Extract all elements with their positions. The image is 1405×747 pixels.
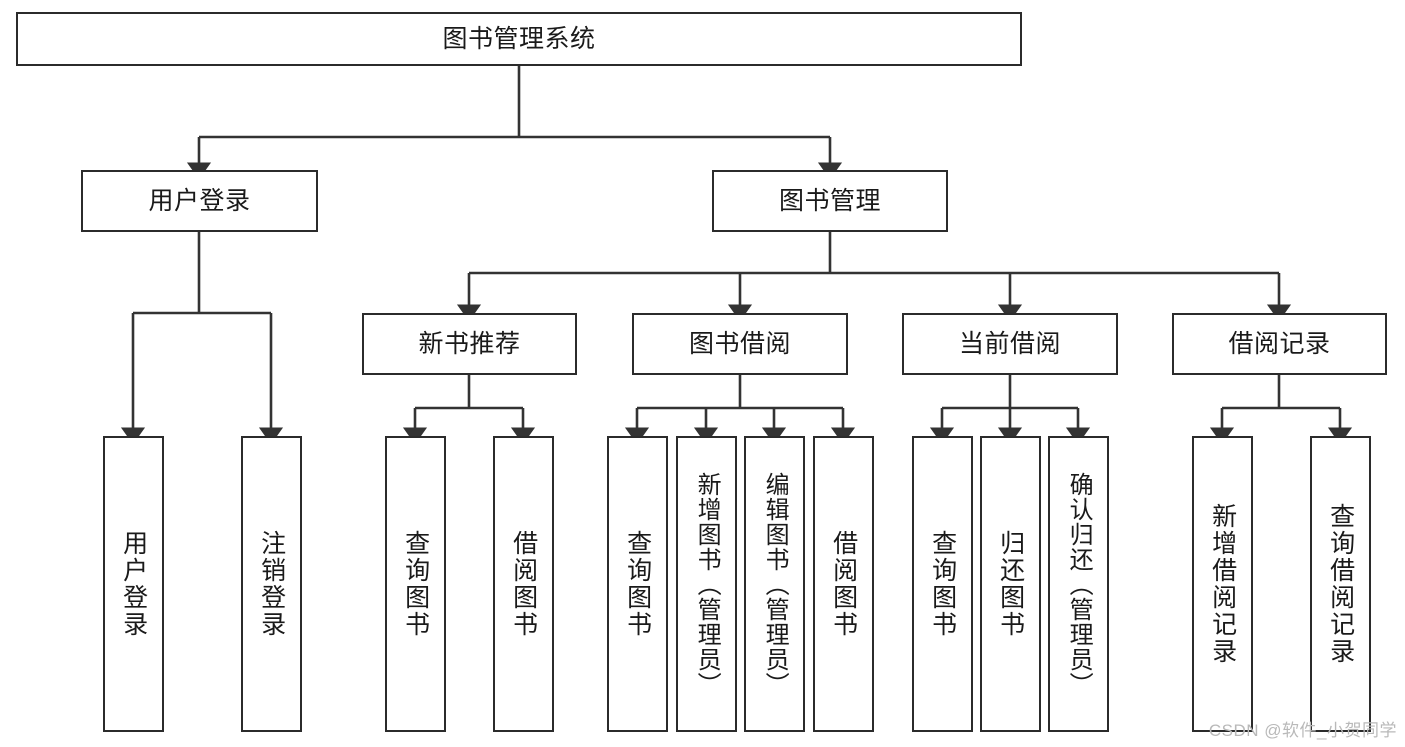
node-label: 借阅图书	[829, 530, 858, 638]
node-leaf-return-book[interactable]: 归还图书	[980, 436, 1041, 732]
node-label: 借阅记录	[1228, 330, 1331, 358]
csdn-watermark: CSDN @软件_小贺同学	[1208, 721, 1397, 740]
node-leaf-query-book-1[interactable]: 查询图书	[385, 436, 446, 732]
node-leaf-confirm-return-admin[interactable]: 确认归还（管理员）	[1048, 436, 1109, 732]
node-label: 查询图书	[623, 530, 652, 638]
node-label: 借阅图书	[509, 530, 538, 638]
node-label: 查询借阅记录	[1326, 503, 1355, 665]
node-label: 新增图书（管理员）	[693, 471, 721, 697]
node-label: 查询图书	[401, 530, 430, 638]
node-borrow-record[interactable]: 借阅记录	[1172, 313, 1387, 375]
node-label: 新书推荐	[418, 330, 521, 358]
node-new-book-recommend[interactable]: 新书推荐	[362, 313, 577, 375]
node-label: 编辑图书（管理员）	[761, 471, 789, 697]
node-label: 图书管理	[778, 187, 881, 215]
node-label: 用户登录	[119, 530, 148, 638]
node-leaf-borrow-book-2[interactable]: 借阅图书	[813, 436, 874, 732]
node-label: 确认归还（管理员）	[1065, 471, 1093, 697]
node-label: 用户登录	[148, 187, 251, 215]
node-leaf-edit-book-admin[interactable]: 编辑图书（管理员）	[744, 436, 805, 732]
node-user-login[interactable]: 用户登录	[81, 170, 318, 232]
node-label: 查询图书	[928, 530, 957, 638]
node-leaf-query-book-2[interactable]: 查询图书	[607, 436, 668, 732]
node-label: 归还图书	[996, 530, 1025, 638]
node-label: 注销登录	[257, 530, 286, 638]
node-current-borrow[interactable]: 当前借阅	[902, 313, 1118, 375]
node-book-borrow[interactable]: 图书借阅	[632, 313, 848, 375]
node-leaf-add-book-admin[interactable]: 新增图书（管理员）	[676, 436, 737, 732]
node-leaf-user-login[interactable]: 用户登录	[103, 436, 164, 732]
node-leaf-query-borrow-record[interactable]: 查询借阅记录	[1310, 436, 1371, 732]
node-label: 图书管理系统	[442, 25, 596, 53]
node-leaf-query-book-3[interactable]: 查询图书	[912, 436, 973, 732]
node-leaf-add-borrow-record[interactable]: 新增借阅记录	[1192, 436, 1253, 732]
node-root-system[interactable]: 图书管理系统	[16, 12, 1022, 66]
node-label: 新增借阅记录	[1208, 503, 1237, 665]
node-leaf-borrow-book-1[interactable]: 借阅图书	[493, 436, 554, 732]
node-label: 图书借阅	[688, 330, 791, 358]
node-leaf-logout-login[interactable]: 注销登录	[241, 436, 302, 732]
node-book-management[interactable]: 图书管理	[712, 170, 948, 232]
node-label: 当前借阅	[958, 330, 1061, 358]
